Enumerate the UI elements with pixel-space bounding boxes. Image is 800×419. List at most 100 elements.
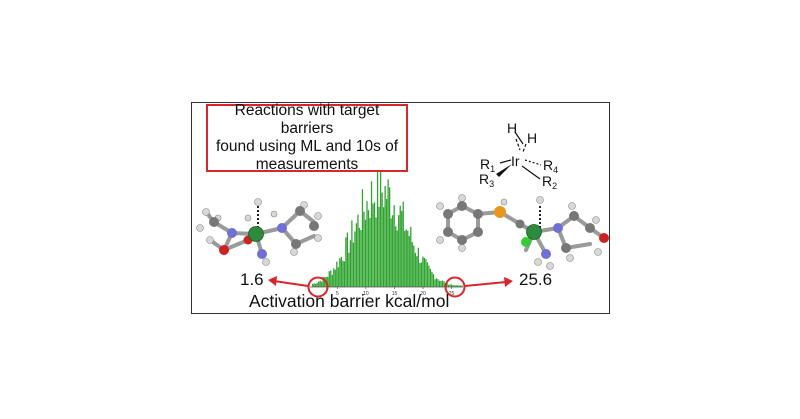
histogram-bar (376, 165, 379, 287)
histogram-bar (327, 276, 329, 287)
iridium-complex-formula: H H Ir R1 R4 R3 R2 (479, 120, 558, 191)
min-barrier-value: 1.6 (240, 270, 264, 289)
histogram-bar (318, 281, 320, 287)
r2-label: R2 (542, 173, 557, 191)
iridium-atom (248, 226, 264, 242)
histogram-bar (381, 192, 383, 287)
histogram-bar (316, 282, 318, 287)
callout-line: found using ML and 10s of (215, 138, 399, 155)
histogram-bar (328, 271, 330, 287)
histogram-bar (414, 252, 416, 287)
histogram-bar (413, 245, 415, 287)
x-axis-label: Activation barrier kcal/mol (249, 291, 450, 311)
histogram-bar (455, 285, 457, 287)
x-tick-label: 25 (449, 291, 455, 297)
left-molecule (196, 198, 322, 266)
histogram (312, 165, 463, 287)
histogram-bar (382, 207, 385, 287)
histogram-bar (458, 285, 460, 287)
histogram-bar (434, 279, 436, 287)
histogram-bar (393, 205, 395, 287)
histogram-bar (367, 210, 370, 287)
max-barrier-value: 25.6 (519, 270, 553, 289)
histogram-bar (354, 231, 356, 287)
histogram-bar (363, 211, 365, 287)
histogram-bar (385, 198, 388, 287)
oxygen-atom (599, 233, 609, 243)
min-highlight-circle (307, 276, 329, 298)
callout-line: measurements (255, 156, 359, 173)
histogram-bar (343, 261, 345, 287)
histogram-bar (331, 274, 333, 287)
histogram-bar (443, 281, 445, 287)
nitrogen-atom (227, 228, 237, 238)
histogram-bar (437, 279, 439, 287)
r4-label: R4 (543, 157, 558, 175)
histogram-bar (456, 285, 459, 287)
histogram-bar (432, 274, 435, 287)
histogram-bar (372, 203, 374, 287)
histogram-bar (392, 215, 394, 287)
histogram-bar (461, 285, 463, 287)
callout-box: Reactions with target barriers found usi… (206, 102, 408, 173)
histogram-bar (405, 229, 407, 287)
r1-label: R1 (480, 156, 495, 174)
hydrogen-label: H (507, 120, 517, 136)
histogram-bar (429, 268, 432, 287)
x-tick-label: 5 (336, 291, 339, 297)
histogram-bar (426, 262, 429, 287)
min-arrow (273, 280, 309, 287)
histogram-bar (387, 179, 389, 287)
x-tick-label: 20 (420, 291, 426, 297)
histogram-bar (407, 230, 409, 287)
metal-label: Ir (511, 153, 520, 169)
histogram-bar (446, 282, 448, 287)
histogram-bar (349, 240, 352, 287)
highlights (268, 276, 513, 298)
histogram-bar (369, 217, 371, 287)
histogram-bar (357, 214, 359, 287)
histogram-bar (440, 280, 442, 287)
histogram-bar (340, 256, 342, 287)
histogram-bar (321, 281, 323, 287)
histogram-bar (431, 271, 433, 287)
oxygen-atom (219, 245, 229, 255)
histogram-bar (425, 259, 427, 287)
histogram-bar (395, 226, 397, 287)
histogram-bar (423, 257, 426, 287)
chlorine-atom (521, 237, 531, 247)
histogram-bar (334, 269, 336, 287)
nitrogen-atom (553, 223, 563, 233)
callout-line: Reactions with target barriers (234, 102, 380, 137)
right-molecule (436, 194, 609, 270)
histogram-bar (420, 262, 422, 287)
phosphorus-atom (494, 206, 506, 218)
histogram-bar (390, 218, 392, 287)
histogram-bar (459, 285, 462, 287)
histogram-bar (396, 230, 398, 287)
histogram-bar (447, 284, 450, 287)
histogram-bar (401, 210, 403, 287)
x-tick-label: 15 (392, 291, 398, 297)
histogram-bar (373, 202, 376, 287)
histogram-bar (315, 283, 317, 287)
histogram-bar (453, 285, 456, 287)
histogram-axis: 5 10 15 20 25 (310, 286, 463, 297)
histogram-bar (360, 230, 362, 287)
iridium-atom (526, 224, 542, 240)
histogram-bar (366, 201, 368, 287)
histogram-bar (352, 242, 355, 287)
nitrogen-atom (257, 249, 267, 259)
histogram-bar (348, 252, 350, 287)
histogram-bar (419, 262, 421, 287)
histogram-bar (358, 227, 361, 287)
histogram-bar (361, 189, 364, 287)
r3-label: R3 (479, 171, 494, 189)
histogram-bar (404, 230, 406, 287)
histogram-bar (345, 237, 347, 287)
histogram-bar (417, 247, 419, 287)
x-tick-label: 10 (363, 291, 369, 297)
histogram-bar (313, 283, 315, 287)
histogram-bar (422, 256, 424, 287)
